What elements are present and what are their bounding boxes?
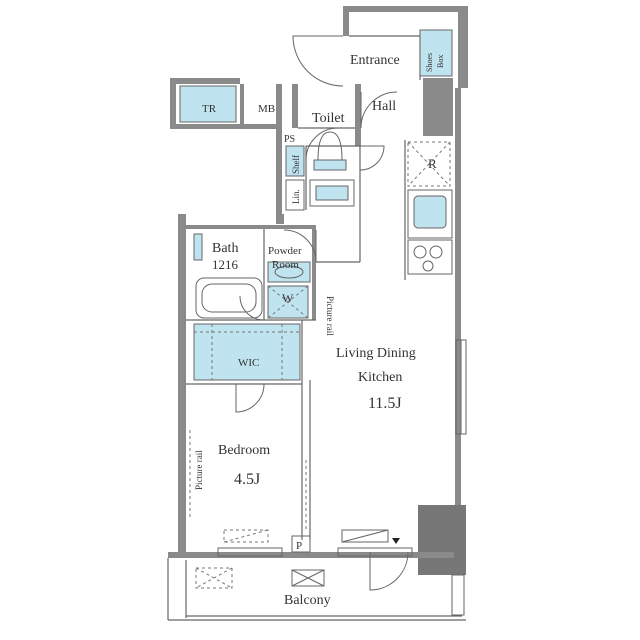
linen-fixture [285,179,305,211]
column-lower-right [418,505,466,575]
label-shelf: Shelf [291,155,301,174]
shelf-fixture [285,145,305,177]
wall-bottom [168,552,454,558]
bathtub-inner [201,283,257,313]
wall-inner-left [276,84,282,224]
label-linen: Lin. [291,189,301,204]
label-bedroom: Bedroom [218,443,270,458]
pipe-box [291,535,311,553]
label-picture-rail-left: Picture rail [194,450,204,490]
tr-fixture [179,85,237,123]
stove-fixture [407,239,453,275]
label-ps: PS [284,134,295,145]
wall-step [276,214,284,224]
label-bath-size: 1216 [212,257,239,272]
label-ldk-size: 11.5J [368,395,402,412]
label-kitchen: Kitchen [358,370,402,385]
label-refrigerator: R [428,156,437,171]
label-bedroom-size: 4.5J [234,471,260,488]
burner-icon [413,245,427,259]
label-bath: Bath [212,241,238,256]
bathtub-outer [195,277,263,319]
wic-fixture [193,323,301,381]
wall-toilet-left [292,84,298,128]
toilet-tank [313,159,347,171]
balcony-unit-center [291,569,325,587]
shoes-box-fixture [419,29,453,77]
ac-unit-bedroom [223,529,269,543]
ac-unit-ldk [341,529,389,543]
door-swings [235,35,409,591]
wall-right [455,88,461,508]
burner-icon [429,245,443,259]
wall-tr-top [170,78,240,84]
label-balcony: Balcony [284,593,331,608]
wall-tr-mb [240,84,244,126]
refrigerator-space [407,141,451,187]
wall-top [343,6,463,12]
window-balcony [337,547,413,557]
powder-sink-basin [274,265,304,279]
downlight-arrow-icon [392,538,400,544]
wall-tr-left [170,78,176,128]
label-entrance: Entrance [350,53,400,68]
label-toilet: Toilet [312,111,345,126]
column-upper-right [423,78,453,136]
wall-powder-right [312,225,316,320]
label-room: Room [272,259,299,271]
wall-entrance-left [343,6,349,36]
wall-tr-bottom [170,124,280,129]
wall-toilet-right [355,84,361,146]
toilet-bowl-icon [317,131,343,161]
label-mb: MB [258,103,275,115]
label-living-dining: Living Dining [336,346,416,361]
balcony-railing-end [451,574,465,616]
bath-vanity [193,233,203,261]
label-picture-rail-right: Picture rail [325,296,335,336]
wall-upper-right [458,6,468,88]
exterior-walls [168,6,468,575]
kitchen-sink-counter [407,189,453,239]
window-bedroom [217,547,283,557]
label-washer: W [282,291,294,305]
balcony-unit-left [195,567,233,589]
kitchen-sink-basin [413,195,447,229]
burner-icon [422,260,434,272]
label-wic: WIC [238,357,259,369]
label-tr: TR [202,103,217,115]
room-labels: Entrance Shoes Box TR MB Toilet Hall PS … [194,53,445,608]
wall-bath-top [186,225,316,229]
powder-sink [267,261,311,283]
hall-sink-fixture [309,179,355,207]
wall-left [178,214,186,554]
label-box: Box [436,55,445,68]
fixtures [179,29,467,616]
hall-sink-basin [315,185,349,201]
label-shoes: Shoes [425,53,434,72]
label-powder: Powder [268,245,302,257]
label-pipe: P [296,540,302,552]
label-hall: Hall [372,99,396,114]
